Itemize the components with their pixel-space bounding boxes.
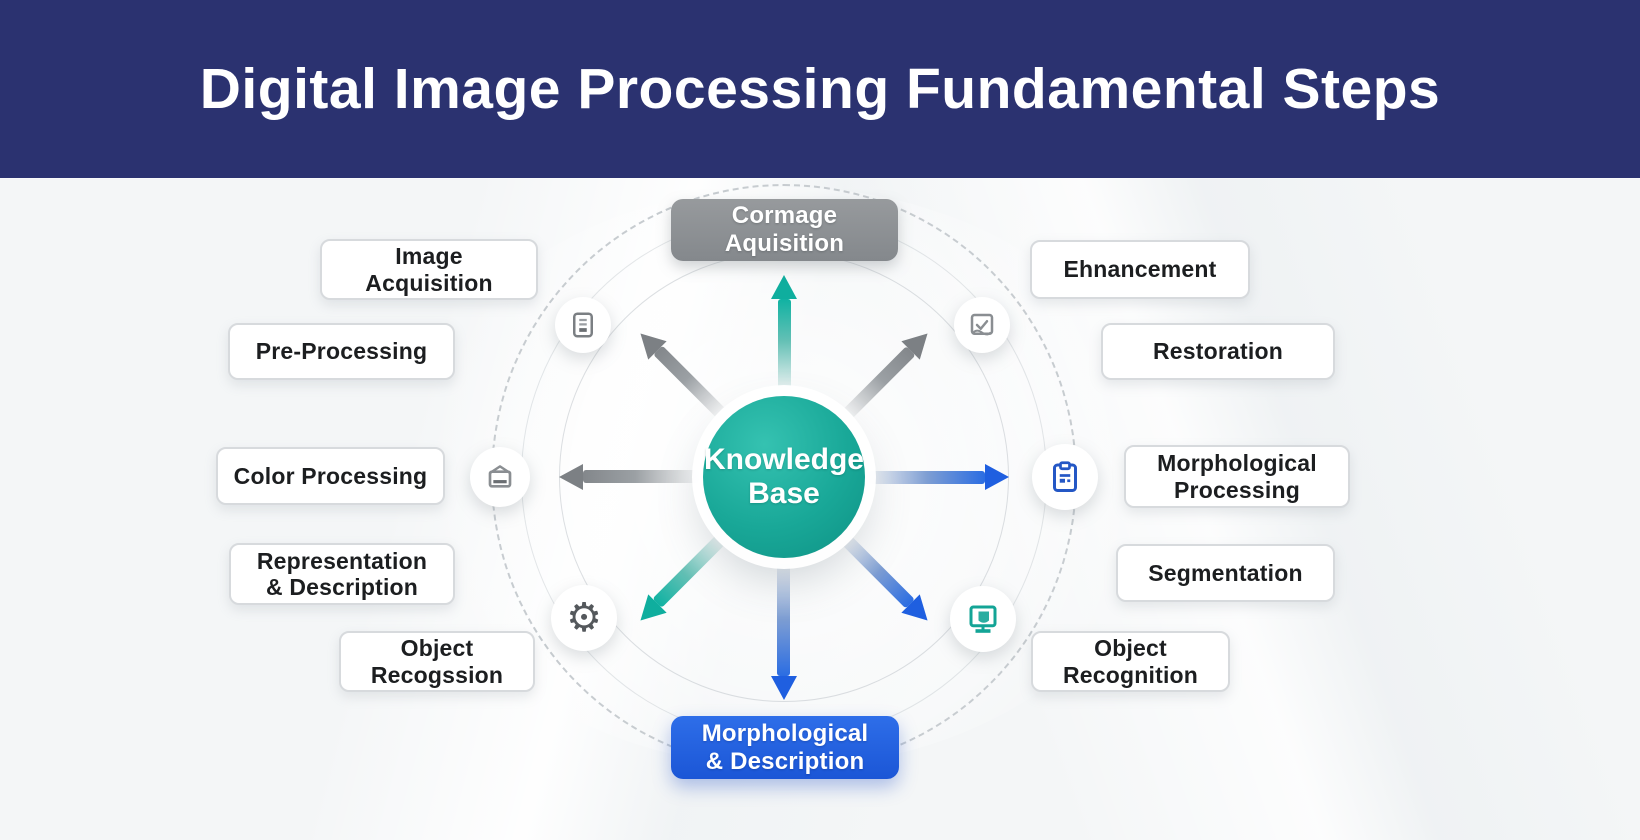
- node-image-acquisition-top: Cormage Aquisition: [671, 199, 898, 261]
- image-icon: [970, 313, 994, 336]
- node-object-recognition: Object Recognition: [1031, 631, 1230, 692]
- center-label-line2: Base: [748, 477, 820, 510]
- arrow-up-left: [631, 324, 731, 424]
- arrow-up-right: [837, 324, 937, 424]
- monitor-icon: [969, 605, 997, 633]
- arrow-up: [771, 275, 797, 392]
- node-image-acquisition: Image Acquisition: [320, 239, 538, 300]
- arrow-left: [559, 464, 699, 490]
- icon-circle-bottom-right: [950, 586, 1016, 652]
- node-object-recogssion: Object Recogssion: [339, 631, 535, 692]
- icon-circle-top-left: [555, 297, 611, 353]
- icon-circle-left: [470, 447, 530, 507]
- knowledge-base-node: Knowledge Base: [703, 396, 865, 558]
- node-pre-processing: Pre-Processing: [228, 323, 455, 380]
- page-title: Digital Image Processing Fundamental Ste…: [199, 57, 1441, 121]
- gear-icon: ⚙: [566, 595, 602, 641]
- node-restoration: Restoration: [1101, 323, 1335, 380]
- envelope-icon: [488, 465, 512, 488]
- node-color-processing: Color Processing: [216, 447, 445, 505]
- arrow-down-left: [631, 530, 731, 630]
- node-segmentation: Segmentation: [1116, 544, 1335, 602]
- arrow-right: [869, 464, 1009, 490]
- center-label-line1: Knowledge: [703, 442, 864, 476]
- arrow-down: [771, 562, 797, 700]
- document-icon: [573, 312, 593, 338]
- icon-circle-bottom-left: ⚙: [551, 585, 617, 651]
- arrow-down-right: [837, 530, 937, 630]
- node-enhancement: Ehnancement: [1030, 240, 1250, 299]
- clipboard-icon: [1053, 461, 1077, 492]
- icon-circle-right: [1032, 444, 1098, 510]
- node-morphological-processing: Morphological Processing: [1124, 445, 1350, 508]
- node-morphological-description: Morphological & Description: [671, 716, 899, 779]
- icon-circle-top-right: [954, 297, 1010, 353]
- header-bar: Digital Image Processing Fundamental Ste…: [0, 0, 1640, 178]
- node-representation-description: Representation & Description: [229, 543, 455, 605]
